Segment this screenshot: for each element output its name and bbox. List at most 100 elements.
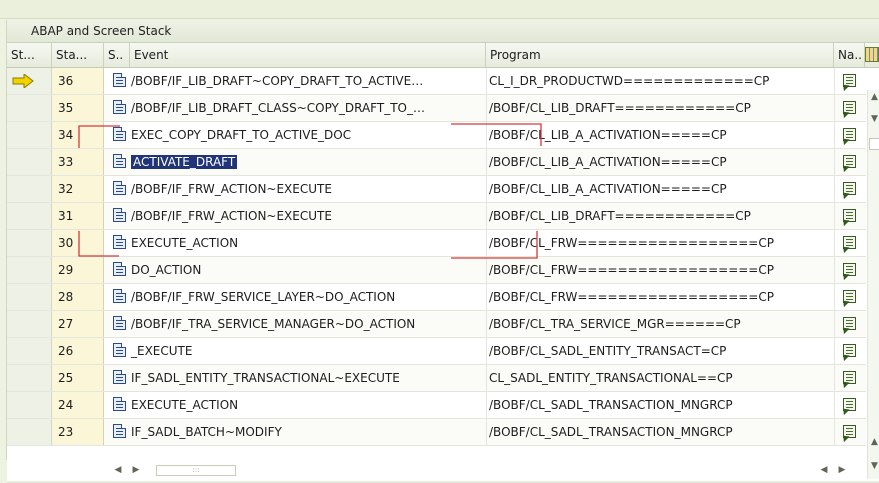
- event-cell[interactable]: _EXECUTE: [111, 338, 484, 364]
- event-name: /BOBF/IF_TRA_SERVICE_MANAGER~DO_ACTION: [131, 317, 416, 331]
- program-name: /BOBF/CL_LIB_A_ACTIVATION=====CP: [486, 122, 834, 148]
- navigate-icon[interactable]: [843, 371, 856, 384]
- navigate-icon[interactable]: [843, 317, 856, 330]
- source-code-icon[interactable]: [113, 289, 126, 303]
- header-stack-level[interactable]: Sta...: [52, 43, 104, 67]
- source-code-icon[interactable]: [113, 316, 126, 330]
- event-cell[interactable]: /BOBF/IF_TRA_SERVICE_MANAGER~DO_ACTION: [111, 311, 484, 337]
- source-code-icon[interactable]: [113, 154, 126, 168]
- navigate-cell[interactable]: [834, 95, 866, 121]
- scroll-right-button[interactable]: ▶: [132, 465, 140, 475]
- source-code-icon[interactable]: [113, 127, 126, 141]
- program-name: CL_I_DR_PRODUCTWD=============CP: [486, 68, 834, 94]
- source-code-icon[interactable]: [113, 397, 126, 411]
- header-navigate[interactable]: Na..: [834, 43, 865, 67]
- navigate-icon[interactable]: [843, 74, 856, 87]
- navigate-icon[interactable]: [843, 101, 856, 114]
- navigate-cell[interactable]: [834, 230, 866, 256]
- source-code-icon[interactable]: [113, 262, 126, 276]
- scroll-up-button-lower[interactable]: ▲: [871, 437, 878, 447]
- table-row[interactable]: 31/BOBF/IF_FRW_ACTION~EXECUTE/BOBF/CL_LI…: [7, 203, 866, 230]
- program-name: /BOBF/CL_FRW==================CP: [486, 257, 834, 283]
- event-cell[interactable]: ACTIVATE_DRAFT: [111, 149, 484, 175]
- event-cell[interactable]: DO_ACTION: [111, 257, 484, 283]
- source-code-icon[interactable]: [113, 370, 126, 384]
- event-cell[interactable]: /BOBF/IF_FRW_ACTION~EXECUTE: [111, 203, 484, 229]
- source-code-icon[interactable]: [113, 424, 126, 438]
- navigate-icon[interactable]: [843, 425, 856, 438]
- event-cell[interactable]: /BOBF/IF_FRW_SERVICE_LAYER~DO_ACTION: [111, 284, 484, 310]
- row-status-cell: [7, 419, 52, 445]
- navigate-icon[interactable]: [843, 398, 856, 411]
- event-cell[interactable]: IF_SADL_ENTITY_TRANSACTIONAL~EXECUTE: [111, 365, 484, 391]
- source-code-icon[interactable]: [113, 73, 126, 87]
- table-row[interactable]: 35/BOBF/IF_LIB_DRAFT_CLASS~COPY_DRAFT_TO…: [7, 95, 866, 122]
- source-code-icon[interactable]: [113, 181, 126, 195]
- horizontal-scroll-thumb[interactable]: :::: [156, 465, 236, 476]
- table-row[interactable]: 28/BOBF/IF_FRW_SERVICE_LAYER~DO_ACTION/B…: [7, 284, 866, 311]
- table-row[interactable]: 36/BOBF/IF_LIB_DRAFT~COPY_DRAFT_TO_ACTIV…: [7, 68, 866, 95]
- navigate-cell[interactable]: [834, 365, 866, 391]
- stack-level: 36: [52, 68, 104, 94]
- scroll-right-button-right[interactable]: ▶: [838, 465, 846, 475]
- scroll-down-button[interactable]: ▼: [871, 114, 878, 124]
- navigate-cell[interactable]: [834, 149, 866, 175]
- event-cell[interactable]: EXECUTE_ACTION: [111, 230, 484, 256]
- navigate-icon[interactable]: [843, 263, 856, 276]
- source-code-icon[interactable]: [113, 208, 126, 222]
- event-cell[interactable]: EXEC_COPY_DRAFT_TO_ACTIVE_DOC: [111, 122, 484, 148]
- vertical-scrollbar[interactable]: ▲ ▼ ▲ ▼: [867, 90, 879, 479]
- arrow-right-icon: [12, 74, 34, 88]
- navigate-cell[interactable]: [834, 284, 866, 310]
- stack-level: 33: [52, 149, 104, 175]
- navigate-icon[interactable]: [843, 344, 856, 357]
- horizontal-scrollbar-right[interactable]: ◀ ▶: [817, 464, 867, 477]
- header-st[interactable]: St...: [7, 43, 52, 67]
- navigate-icon[interactable]: [843, 155, 856, 168]
- scroll-left-button[interactable]: ◀: [114, 465, 122, 475]
- navigate-cell[interactable]: [834, 338, 866, 364]
- event-name: EXECUTE_ACTION: [131, 236, 239, 250]
- event-cell[interactable]: IF_SADL_BATCH~MODIFY: [111, 419, 484, 445]
- scroll-down-button-lower[interactable]: ▼: [871, 461, 878, 471]
- event-cell[interactable]: EXECUTE_ACTION: [111, 392, 484, 418]
- navigate-cell[interactable]: [834, 419, 866, 445]
- navigate-cell[interactable]: [834, 311, 866, 337]
- source-code-icon[interactable]: [113, 235, 126, 249]
- navigate-cell[interactable]: [834, 392, 866, 418]
- navigate-cell[interactable]: [834, 122, 866, 148]
- event-cell[interactable]: /BOBF/IF_LIB_DRAFT~COPY_DRAFT_TO_ACTIVE…: [111, 68, 484, 94]
- navigate-icon[interactable]: [843, 209, 856, 222]
- navigate-icon[interactable]: [843, 236, 856, 249]
- annotation-bracket-right: [451, 123, 542, 146]
- scroll-left-button-right[interactable]: ◀: [820, 465, 828, 475]
- table-row[interactable]: 26_EXECUTE/BOBF/CL_SADL_ENTITY_TRANSACT=…: [7, 338, 866, 365]
- event-cell[interactable]: /BOBF/IF_FRW_ACTION~EXECUTE: [111, 176, 484, 202]
- stack-level: 35: [52, 95, 104, 121]
- navigate-icon[interactable]: [843, 182, 856, 195]
- navigate-cell[interactable]: [834, 203, 866, 229]
- header-s[interactable]: S..: [104, 43, 130, 67]
- navigate-icon[interactable]: [843, 290, 856, 303]
- source-code-icon[interactable]: [113, 100, 126, 114]
- header-program[interactable]: Program: [486, 43, 834, 67]
- event-cell[interactable]: /BOBF/IF_LIB_DRAFT_CLASS~COPY_DRAFT_TO_…: [111, 95, 484, 121]
- navigate-cell[interactable]: [834, 176, 866, 202]
- horizontal-scrollbar-event[interactable]: ◀ ▶ :::: [111, 464, 336, 477]
- table-row[interactable]: 27/BOBF/IF_TRA_SERVICE_MANAGER~DO_ACTION…: [7, 311, 866, 338]
- navigate-cell[interactable]: [834, 68, 866, 94]
- source-code-icon[interactable]: [113, 343, 126, 357]
- scroll-thumb[interactable]: [869, 138, 879, 150]
- scroll-up-button[interactable]: ▲: [871, 92, 878, 102]
- header-event[interactable]: Event: [130, 43, 486, 67]
- table-row[interactable]: 32/BOBF/IF_FRW_ACTION~EXECUTE/BOBF/CL_LI…: [7, 176, 866, 203]
- navigate-icon[interactable]: [843, 128, 856, 141]
- navigate-cell[interactable]: [834, 257, 866, 283]
